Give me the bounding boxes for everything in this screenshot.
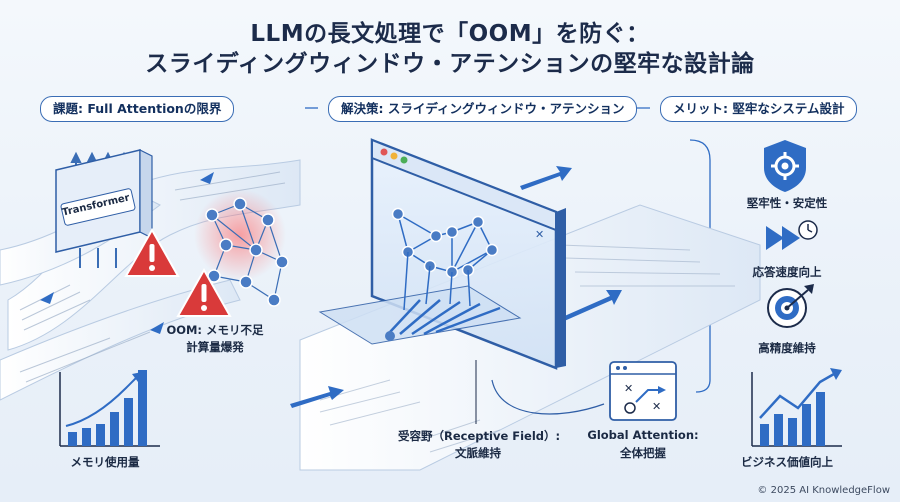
section-label-benefits: メリット: 堅牢なシステム設計 <box>660 96 858 122</box>
global-attention-link <box>491 379 605 415</box>
page-title-line-1: LLMの長文処理で「OOM」を防ぐ： <box>250 21 650 47</box>
benefit-label-speed: 応答速度向上 <box>752 265 822 279</box>
warning-icon-1 <box>124 227 180 277</box>
benefit-label-accuracy: 高精度維持 <box>758 341 816 355</box>
memory-usage-chart <box>59 370 160 447</box>
benefit-label-robustness: 堅牢性・安定性 <box>746 196 828 210</box>
oom-label-line-1: OOM: メモリ不足 <box>166 323 264 337</box>
receptive-field-label-line-2: 文脈維持 <box>455 446 501 460</box>
local-attention-graph <box>318 207 522 345</box>
global-attention-label-line-2: 全体把握 <box>620 446 666 460</box>
warning-icon-2 <box>176 267 232 317</box>
svg-text:✕: ✕ <box>624 382 633 395</box>
overloaded-attention-network <box>194 189 289 307</box>
transformer-block <box>55 149 153 268</box>
svg-text:✕: ✕ <box>652 400 661 413</box>
shield-gear-icon <box>764 140 806 192</box>
page-title-line-2: スライディングウィンドウ・アテンションの堅牢な設計論 <box>145 51 755 77</box>
svg-text:✕: ✕ <box>535 228 544 241</box>
growth-chart-icon <box>751 368 842 447</box>
target-icon <box>767 284 814 328</box>
section-label-problem: 課題: Full Attentionの限界 <box>40 96 235 122</box>
receptive-field-label-line-1: 受容野（Receptive Field）: <box>398 429 561 443</box>
benefit-label-business-value: ビジネス価値向上 <box>741 455 833 469</box>
global-attention-label-line-1: Global Attention: <box>587 428 699 442</box>
copyright-credit: © 2025 AI KnowledgeFlow <box>757 485 890 496</box>
memory-usage-label: メモリ使用量 <box>70 455 140 469</box>
oom-label-line-2: 計算量爆発 <box>186 340 244 354</box>
fast-forward-clock-icon <box>766 220 818 250</box>
section-label-solution: 解決策: スライディングウィンドウ・アテンション <box>328 96 638 122</box>
global-attention-icon: ✕ ✕ <box>609 361 677 421</box>
